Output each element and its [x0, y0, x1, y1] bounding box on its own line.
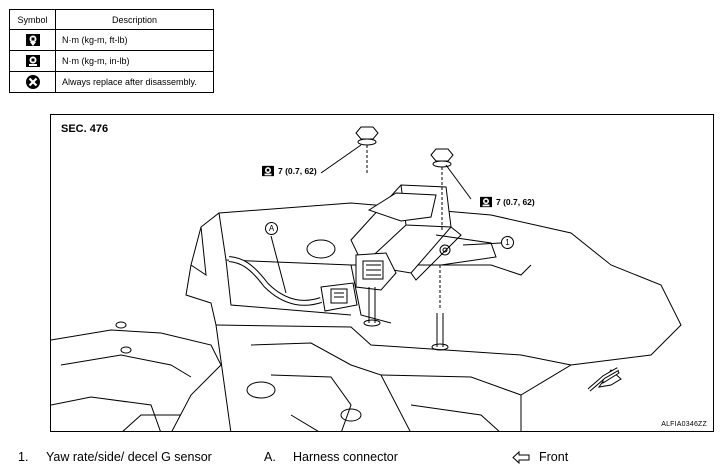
legend-header-row: Symbol Description [9, 9, 214, 30]
torque-spec-right: 7 (0.7, 62) [479, 196, 535, 208]
legend-description: N·m (kg-m, ft-lb) [55, 29, 214, 51]
nut-right [430, 148, 454, 162]
caption-item1-text: Yaw rate/side/ decel G sensor [46, 450, 212, 464]
section-label: SEC. 476 [61, 123, 109, 135]
figure-code: ALFIA0346ZZ [661, 421, 707, 428]
legend-row: Always replace after disassembly. [9, 71, 214, 93]
torque-value-right: 7 (0.7, 62) [496, 197, 535, 207]
caption-itemA-letter: A. [264, 450, 276, 464]
torque-wrench-in-lb-icon [480, 196, 492, 208]
torque-wrench-in-lb-icon [262, 165, 274, 177]
legend-header-symbol: Symbol [9, 9, 56, 30]
nut-left [355, 126, 379, 140]
callout-a: A [265, 222, 278, 235]
legend-description: N·m (kg-m, in-lb) [55, 50, 214, 72]
harness-wire [228, 256, 322, 306]
torque-wrench-ft-lb-icon [9, 29, 56, 51]
caption-item1-number: 1. [18, 450, 29, 464]
legend-row: N·m (kg-m, in-lb) [9, 50, 214, 72]
torque-value-left: 7 (0.7, 62) [278, 166, 317, 176]
symbol-legend-table: Symbol Description N·m (kg-m, ft-lb) N·m… [9, 9, 214, 93]
legend-description: Always replace after disassembly. [55, 71, 214, 93]
legend-row: N·m (kg-m, ft-lb) [9, 29, 214, 51]
installation-illustration [51, 126, 682, 431]
sensor-installation-figure: SEC. 476 7 (0.7, 62) 7 (0.7, 62) 1 A ALF… [50, 114, 714, 432]
front-arrow-icon [512, 450, 530, 467]
callout-1: 1 [501, 236, 514, 249]
torque-wrench-in-lb-icon [9, 50, 56, 72]
caption-front-text: Front [539, 450, 569, 464]
legend-header-description: Description [55, 9, 214, 30]
torque-spec-left: 7 (0.7, 62) [261, 165, 317, 177]
always-replace-icon [9, 71, 56, 93]
caption-itemA-text: Harness connector [293, 450, 398, 464]
